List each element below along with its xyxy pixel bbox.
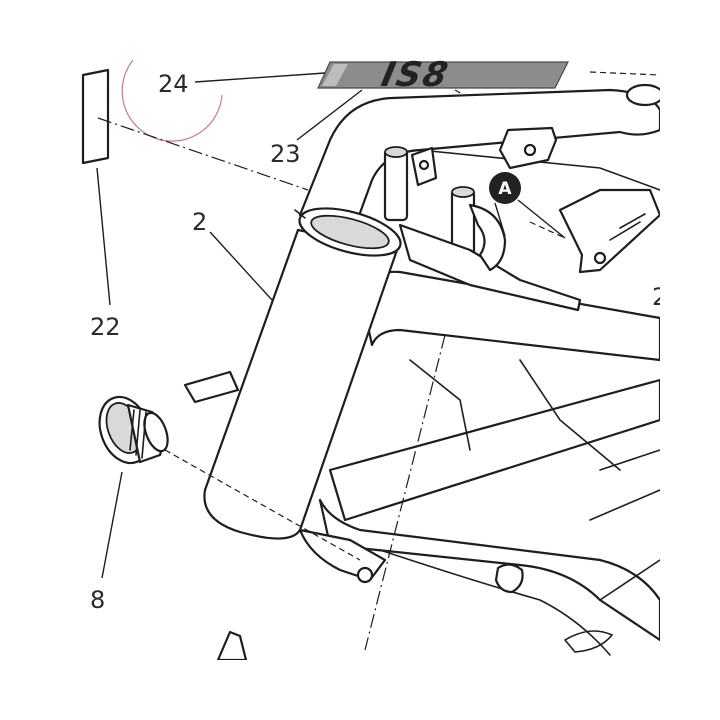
part-2-head-tube (203, 207, 402, 540)
decal-stripe (322, 64, 348, 86)
label-2: 2 (192, 208, 207, 236)
callout-a: A (489, 172, 521, 204)
leader-23 (296, 89, 363, 141)
lower-mount-hole (356, 566, 374, 584)
dashdot-sticker-to-frame (97, 117, 309, 191)
leader-2 (209, 231, 273, 301)
label-24: 24 (158, 70, 189, 98)
left-stem (383, 148, 409, 222)
label-edge-2-visible: 2 (652, 283, 667, 311)
right-bracket-detail (609, 213, 646, 241)
callout-a-letter: A (498, 179, 512, 199)
small-bracket-hole (523, 143, 537, 157)
frame-inner-lines (409, 359, 661, 471)
dash-top-right (589, 71, 661, 76)
side-lug (468, 203, 507, 272)
frame-lower-curve (379, 549, 611, 656)
leader-22 (96, 167, 111, 306)
left-stem-cap (384, 146, 408, 158)
part-23-decal: IS8 (317, 55, 569, 95)
decal-text: IS8 (378, 55, 453, 95)
bottom-left-bracket (216, 630, 248, 662)
label-23: 23 (270, 140, 301, 168)
right-bracket-hole (593, 251, 607, 265)
callout-a-dash (529, 221, 566, 239)
bottom-chain (563, 630, 614, 653)
frame-rail-inner (419, 149, 661, 191)
leader-8 (101, 471, 123, 579)
dash-plug-to-frame (164, 449, 361, 561)
callout-a-circle (489, 172, 521, 204)
callout-a-leader-2 (494, 202, 506, 237)
plug-tip (143, 411, 169, 453)
label-22: 22 (90, 313, 121, 341)
dashdot-centre-axis (364, 334, 446, 651)
head-tube-edge (294, 209, 306, 219)
side-boss (183, 370, 240, 404)
head-tube-body (203, 228, 399, 540)
crop-bottom (0, 660, 720, 720)
right-bracket (558, 188, 662, 274)
part-8-plug (98, 395, 169, 465)
frame-down-rail (318, 498, 662, 642)
decal-body (317, 61, 569, 89)
plug-ribs (129, 409, 147, 459)
frame-lower-rail (328, 378, 662, 522)
right-boss (494, 563, 524, 594)
crop-right (660, 0, 720, 720)
leader-24 (194, 72, 326, 83)
frame-bottom-right (589, 489, 661, 601)
callout-a-leader-1 (517, 199, 566, 239)
frame-right-cap (625, 83, 665, 107)
label-8: 8 (90, 586, 105, 614)
right-stem-cap (451, 186, 475, 198)
mount-tab-hole (418, 159, 430, 171)
head-tube-top-inner (310, 214, 390, 250)
part-22-sticker (81, 68, 110, 165)
